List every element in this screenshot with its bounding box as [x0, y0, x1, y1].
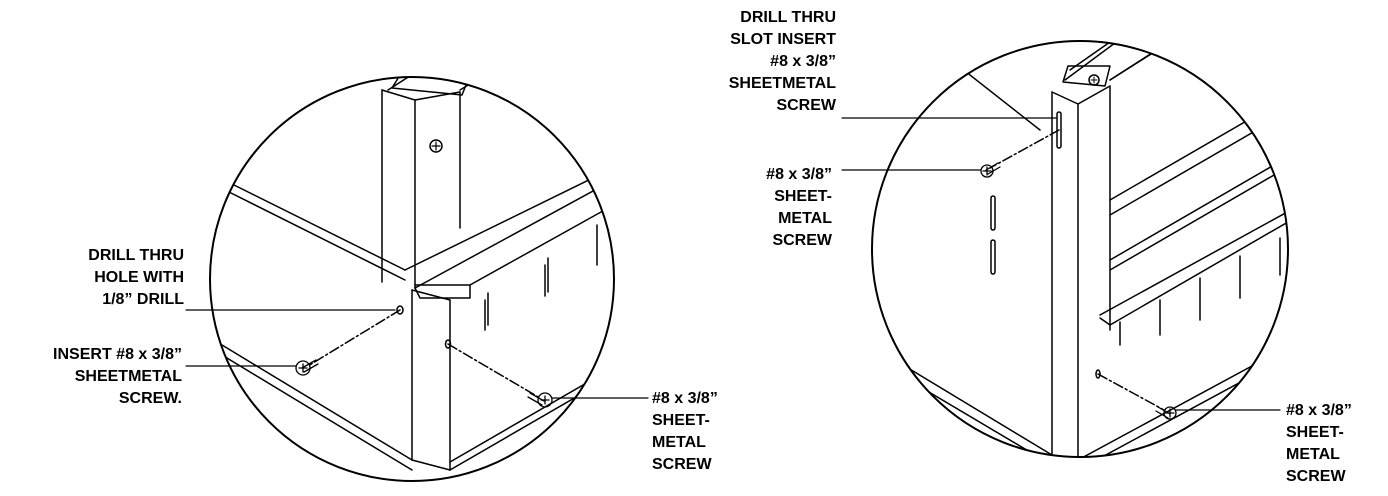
left-insert-callout-line-3: SCREW.	[118, 390, 182, 407]
right-upper-screw-callout-line-3: METAL	[778, 210, 832, 227]
left-insert-callout: INSERT #8 x 3/8” SHEETMETAL SCREW.	[0, 344, 182, 410]
right-slot-callout-line-1: DRILL THRU	[740, 9, 836, 26]
right-upper-screw-callout-line-4: SCREW	[772, 232, 832, 249]
right-lower-screw-callout: #8 x 3/8” SHEET- METAL SCREW	[1286, 400, 1386, 488]
left-insert-callout-line-2: SHEETMETAL	[74, 368, 182, 385]
right-lower-screw-callout-line-4: SCREW	[1286, 468, 1346, 485]
left-drill-callout-line-1: DRILL THRU	[88, 247, 184, 264]
left-screw-callout-line-2: SHEET-	[652, 412, 710, 429]
left-screw-callout-line-4: SCREW	[652, 456, 712, 473]
left-screw-callout-line-1: #8 x 3/8”	[652, 390, 718, 407]
left-leader-lines	[185, 309, 649, 399]
left-detail-parts	[221, 77, 614, 471]
right-upper-screw-callout-line-2: SHEET-	[774, 188, 832, 205]
left-insert-callout-line-1: INSERT #8 x 3/8”	[53, 346, 182, 363]
right-upper-screw-callout: #8 x 3/8” SHEET- METAL SCREW	[700, 164, 832, 252]
left-drill-callout-line-3: 1/8” DRILL	[102, 291, 184, 308]
right-slot-callout-line-4: SHEETMETAL	[728, 75, 836, 92]
left-screw-callout-line-3: METAL	[652, 434, 706, 451]
right-lower-screw-callout-line-1: #8 x 3/8”	[1286, 402, 1352, 419]
right-lower-screw-callout-line-2: SHEET-	[1286, 424, 1344, 441]
left-drill-callout: DRILL THRU HOLE WITH 1/8” DRILL	[10, 245, 184, 311]
right-detail-circle	[871, 40, 1289, 458]
right-upper-screw-callout-line-1: #8 x 3/8”	[766, 166, 832, 183]
right-slot-callout-line-2: SLOT INSERT	[730, 31, 836, 48]
right-detail-parts	[872, 41, 1288, 457]
right-slot-callout-line-3: #8 x 3/8”	[770, 53, 836, 70]
left-screw-callout: #8 x 3/8” SHEET- METAL SCREW	[652, 388, 772, 476]
right-slot-callout: DRILL THRU SLOT INSERT #8 x 3/8” SHEETME…	[660, 7, 836, 117]
left-detail-circle	[209, 76, 615, 482]
right-slot-callout-line-5: SCREW	[776, 97, 836, 114]
left-drill-callout-line-2: HOLE WITH	[94, 269, 184, 286]
right-lower-screw-callout-line-3: METAL	[1286, 446, 1340, 463]
right-leader-lines	[841, 117, 1281, 411]
